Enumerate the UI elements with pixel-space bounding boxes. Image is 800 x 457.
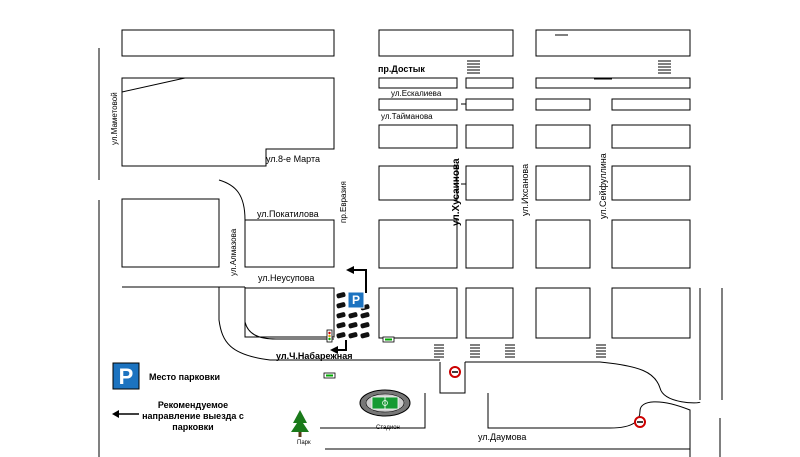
block bbox=[465, 98, 514, 111]
block bbox=[465, 219, 514, 269]
street-label-ihsanova: ул.Ихсанова bbox=[520, 164, 530, 216]
road-edge bbox=[487, 393, 691, 457]
street-label-taimanova: ул.Тайманова bbox=[381, 112, 433, 121]
block bbox=[535, 219, 591, 269]
traffic-light-icon bbox=[326, 329, 333, 343]
crosswalk bbox=[470, 344, 480, 358]
block bbox=[465, 77, 514, 89]
block bbox=[465, 165, 514, 201]
stadium-icon bbox=[359, 389, 411, 417]
road-edge bbox=[439, 362, 466, 394]
parked-cars bbox=[336, 292, 370, 339]
block bbox=[121, 29, 335, 57]
block bbox=[465, 124, 514, 149]
street-label-daumova: ул.Даумова bbox=[478, 432, 526, 442]
legend-exit-label-1: Рекомендуемое bbox=[158, 400, 228, 410]
street-label-eskalieva: ул.Ескалиева bbox=[391, 89, 442, 98]
arrow-left-icon bbox=[346, 266, 367, 293]
place-label-stadium: Стадион bbox=[376, 425, 400, 431]
street-label-nabarezhnaya: ул.Ч.Набарежная bbox=[276, 351, 352, 361]
block bbox=[244, 219, 335, 268]
legend-parking: P bbox=[112, 362, 140, 390]
crosswalk bbox=[658, 60, 671, 74]
legend-parking-symbol: P bbox=[119, 364, 134, 389]
block bbox=[244, 287, 335, 338]
block bbox=[535, 77, 691, 89]
street-label-mametovoi: ул.Маметовой bbox=[110, 92, 119, 145]
block bbox=[378, 165, 458, 201]
block bbox=[611, 165, 691, 201]
crosswalk bbox=[505, 344, 515, 358]
legend-exit-label-2: направление выезда с bbox=[142, 411, 244, 421]
no-entry-icon bbox=[634, 416, 646, 428]
street-label-pokatilova: ул.Покатилова bbox=[257, 209, 319, 219]
block bbox=[378, 98, 458, 111]
road-edge bbox=[218, 287, 440, 361]
arrow-left-icon bbox=[330, 340, 347, 354]
street-label-evrazia: пр.Евразия bbox=[339, 181, 348, 223]
block bbox=[378, 29, 514, 57]
block bbox=[378, 287, 458, 339]
block bbox=[535, 124, 591, 149]
street-label-8-marta: ул.8-е Марта bbox=[266, 154, 320, 164]
road-edge bbox=[320, 393, 426, 429]
block bbox=[535, 98, 591, 111]
road-edge bbox=[244, 287, 334, 340]
road-edge bbox=[218, 179, 246, 221]
crosswalk bbox=[467, 60, 480, 74]
block bbox=[465, 287, 514, 339]
block bbox=[535, 165, 591, 201]
block bbox=[121, 198, 220, 268]
block bbox=[535, 287, 591, 339]
legend-parking-label: Место парковки bbox=[149, 372, 220, 382]
legend-exit-label-3: парковки bbox=[172, 422, 213, 432]
block bbox=[121, 77, 335, 167]
bus-sign-icon bbox=[323, 372, 336, 379]
street-label-dostyk: пр.Достык bbox=[378, 64, 425, 74]
street-label-neusupova: ул.Неусупова bbox=[258, 273, 314, 283]
block bbox=[378, 77, 458, 89]
block bbox=[378, 124, 458, 149]
road-edge bbox=[465, 361, 701, 404]
street-label-seifullina: ул.Сейфуллина bbox=[598, 153, 608, 219]
block bbox=[535, 29, 691, 57]
bus-sign-icon bbox=[382, 336, 395, 343]
parking-sign-icon: P bbox=[347, 291, 365, 309]
street-label-almazova: ул.Алмазова bbox=[229, 228, 238, 276]
parking-sign-letter: P bbox=[352, 293, 360, 307]
block bbox=[121, 77, 186, 93]
block bbox=[378, 219, 458, 269]
legend-exit-arrow bbox=[112, 410, 139, 418]
place-label-park: Парк bbox=[297, 440, 311, 446]
crosswalk bbox=[434, 344, 444, 358]
block bbox=[611, 287, 691, 339]
no-entry-icon bbox=[449, 366, 461, 378]
block bbox=[611, 124, 691, 149]
block bbox=[611, 219, 691, 269]
tree-icon bbox=[291, 410, 309, 437]
crosswalk bbox=[596, 344, 606, 358]
block bbox=[611, 98, 691, 111]
street-label-husainova: ул.Хусаинова bbox=[451, 158, 462, 226]
